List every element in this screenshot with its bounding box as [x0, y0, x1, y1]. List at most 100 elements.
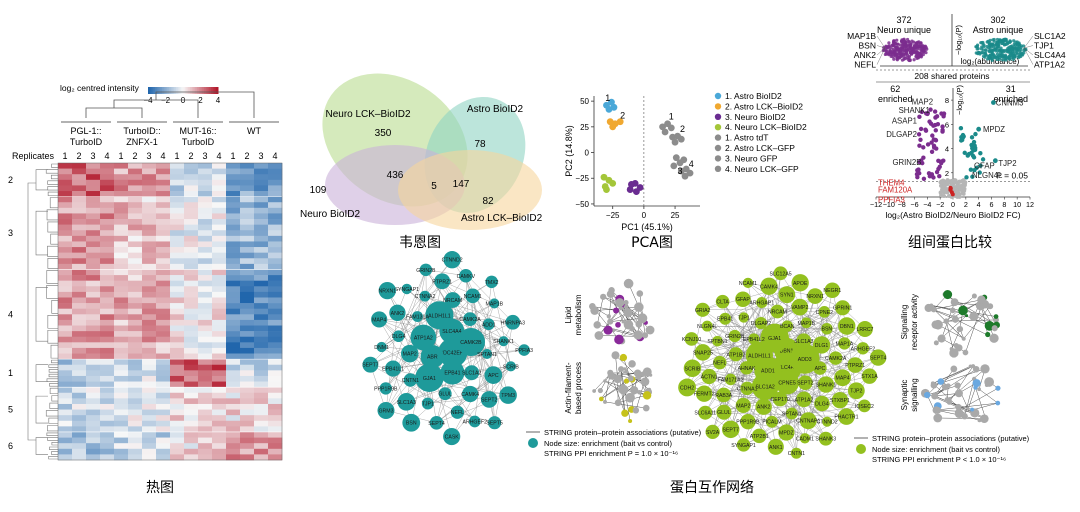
pca-point — [616, 118, 624, 126]
scale-swatch — [177, 87, 180, 94]
mini-network-node — [603, 399, 608, 404]
mini-network-node — [987, 303, 994, 310]
heat-cell — [268, 241, 283, 248]
neuro-unique-dot — [896, 55, 900, 59]
network-node-label: ACTN1 — [701, 374, 718, 380]
heat-cell — [226, 443, 241, 450]
heat-cell — [58, 398, 73, 405]
mini-network-node — [611, 300, 615, 304]
pca-y-tick-label: 0 — [585, 149, 590, 158]
heat-cell — [100, 269, 115, 276]
mini-network-node — [623, 319, 634, 330]
venn-count: 436 — [387, 170, 404, 181]
volcano-astro-dot — [977, 170, 982, 175]
heat-cell — [142, 409, 157, 416]
volcano-astro-dot — [974, 165, 979, 171]
pca-x-tick-label: −25 — [606, 211, 620, 220]
legend-node-text: Node size: enrichment (bait vs control) — [872, 445, 1000, 454]
heat-cell — [72, 364, 87, 371]
astro-gene-label: ATP1A2 — [1034, 60, 1065, 70]
heat-cell — [86, 297, 101, 304]
heat-cell — [184, 437, 199, 444]
mini-network-node — [624, 369, 629, 374]
volcano-neuro-dot — [929, 140, 934, 145]
legend-p-text: STRING PPI enrichment P < 1.0 × 10⁻¹⁶ — [872, 455, 1006, 464]
heat-cell — [268, 331, 283, 338]
heat-cell — [240, 235, 255, 242]
mini-network-node — [953, 342, 959, 349]
heat-cell — [212, 370, 227, 377]
scale-swatch — [197, 87, 200, 94]
heat-cell — [58, 325, 73, 332]
pca-cluster-label: 2 — [680, 124, 685, 134]
heat-cell — [268, 275, 283, 281]
row-dendrogram — [27, 163, 58, 460]
heat-cell — [142, 297, 157, 304]
heat-cell — [240, 185, 255, 192]
network-node-label: SEPT2 — [481, 397, 498, 403]
heat-cell — [142, 163, 157, 169]
heat-cell — [198, 196, 213, 203]
heatmap-frame — [57, 162, 283, 461]
heat-cell — [128, 336, 143, 343]
astro-unique-dot — [1019, 44, 1023, 48]
scale-swatch — [204, 87, 207, 94]
scale-swatch — [155, 87, 158, 94]
heat-cell — [254, 168, 269, 175]
network-node — [817, 376, 835, 393]
volcano-neuro-dot — [927, 174, 933, 179]
heat-cell — [100, 437, 115, 444]
network-node — [698, 405, 713, 420]
heat-cell — [184, 269, 199, 276]
scale-swatch — [214, 87, 217, 94]
astro-unique-dot — [1000, 48, 1004, 53]
heat-cell — [268, 191, 283, 197]
heat-cell — [170, 403, 185, 410]
heat-cell — [184, 364, 199, 371]
heat-cell — [268, 163, 283, 169]
network-node — [721, 420, 740, 439]
network-node-label: APOE — [793, 281, 808, 287]
heat-cell — [156, 431, 171, 438]
mini-network-node — [931, 320, 940, 329]
heat-cell — [128, 219, 143, 225]
heat-cell — [170, 342, 185, 349]
heat-cell — [212, 353, 227, 360]
heat-cell — [240, 325, 255, 332]
network-node-label: STXBP1 — [830, 398, 850, 404]
heat-cell — [170, 185, 185, 192]
network-node — [411, 311, 423, 322]
heat-cell — [156, 336, 171, 343]
heat-cell — [198, 437, 213, 444]
neuro-unique-dot — [909, 47, 914, 51]
heat-cell — [254, 420, 269, 427]
astro-unique-label: Astro unique — [973, 25, 1024, 35]
network-node — [754, 316, 768, 330]
pca-legend-label: 3. Neuro BioID2 — [725, 112, 786, 122]
heat-cell — [86, 241, 101, 248]
heat-cell — [240, 230, 255, 237]
pca-legend-label: 4. Neuro LCK–BioID2 — [725, 122, 807, 132]
heat-cell — [114, 213, 129, 220]
heat-cell — [254, 325, 269, 332]
heat-cell — [114, 359, 129, 366]
mini-network-node — [971, 293, 977, 299]
network-node-label: SLC1A3 — [397, 400, 416, 406]
heat-cell — [58, 375, 73, 382]
pca-y-tick-label: 50 — [580, 97, 589, 106]
heat-cell — [100, 387, 115, 394]
heat-cell — [58, 213, 73, 220]
heat-cell — [198, 269, 213, 276]
heat-cell — [58, 364, 73, 371]
volcano-y-tick-label: 2 — [945, 169, 949, 178]
heat-cell — [170, 347, 185, 354]
heat-cell — [240, 342, 255, 349]
mini-network-node — [625, 392, 635, 403]
network-node — [716, 387, 732, 403]
mini-network-node — [637, 313, 648, 324]
network-node — [800, 317, 812, 329]
volcano-astro-dot — [970, 153, 976, 159]
heat-cell — [240, 275, 255, 281]
network-node-label: MPDZ — [779, 430, 794, 436]
heat-cell — [254, 163, 269, 169]
